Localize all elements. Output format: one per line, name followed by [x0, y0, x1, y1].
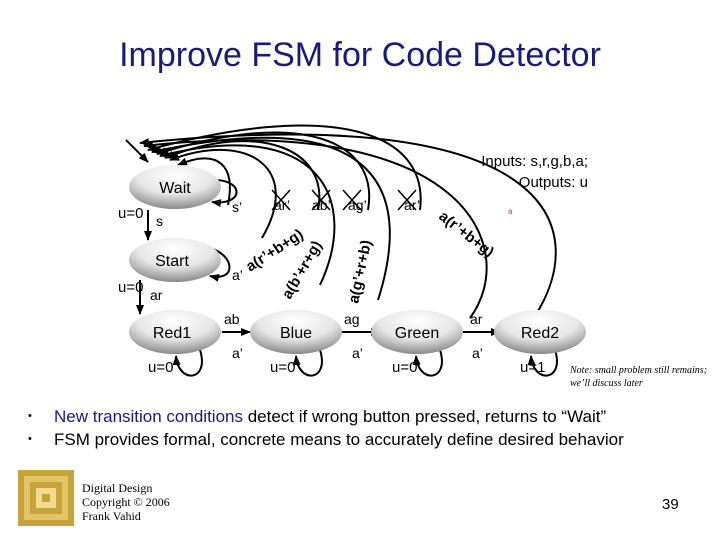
- label-green-a-not: a’: [472, 345, 483, 361]
- label-start-ar: ar: [150, 287, 163, 303]
- label-start-a-not: a’: [232, 267, 243, 283]
- state-wait-label: Wait: [159, 180, 191, 197]
- outputs-label: Outputs: u: [519, 174, 588, 191]
- label-blue-ag: ag: [344, 311, 360, 327]
- state-red2-label: Red2: [521, 325, 559, 342]
- arc-start-wrong: [169, 148, 277, 239]
- initial-arrow: [125, 139, 149, 163]
- return-arcs: [139, 124, 557, 319]
- bullet-dot: •: [28, 433, 32, 445]
- label-ag-not: ag’: [348, 197, 367, 213]
- inputs-label: Inputs: s,r,g,b,a;: [481, 153, 588, 170]
- state-red1: Red1: [129, 310, 221, 354]
- credit-block: Digital Design Copyright © 2006 Frank Va…: [82, 481, 170, 523]
- stray-mark: a: [508, 207, 513, 216]
- label-wait-s: s: [156, 213, 163, 229]
- page-number: 39: [662, 496, 679, 513]
- label-ar-not: ar’: [274, 197, 290, 213]
- bullet-dot: •: [28, 410, 32, 422]
- bullet-item: • FSM provides formal, concrete means to…: [28, 428, 708, 451]
- note-text: Note: small problem still remains; we’ll…: [570, 365, 708, 389]
- state-wait: Wait: [129, 165, 221, 209]
- arc-ar-not: [177, 157, 231, 206]
- state-green: Green: [371, 310, 463, 354]
- arc-red1-wrong: [159, 144, 336, 286]
- state-green-label: Green: [395, 325, 439, 342]
- start-output: u=0: [118, 279, 143, 296]
- loop-blue: [292, 349, 323, 377]
- arc-red2-return: [139, 133, 557, 317]
- blue-output: u=0: [270, 359, 295, 376]
- forward-arrows: [136, 178, 558, 377]
- label-wrong-green: a(r’+b+g): [436, 208, 497, 261]
- state-blue-label: Blue: [280, 325, 312, 342]
- credit-line: Frank Vahid: [82, 509, 141, 523]
- credit-line: Digital Design: [82, 481, 153, 495]
- state-red1-label: Red1: [153, 325, 191, 342]
- fsm-diagram: Inputs: s,r,g,b,a; Outputs: u: [118, 124, 588, 377]
- label-wrong-blue: a(g’+r+b): [345, 239, 375, 305]
- label-red1-ab: ab: [224, 311, 240, 327]
- state-red2: Red2: [494, 310, 586, 354]
- credit-line: Copyright © 2006: [82, 495, 170, 509]
- arc-ab-not: [164, 140, 321, 211]
- loop-green: [412, 349, 443, 377]
- label-green-ar: ar: [470, 311, 483, 327]
- green-output: u=0: [392, 359, 417, 376]
- bullet-text: FSM provides formal, concrete means to a…: [54, 430, 624, 449]
- red2-output: u=1: [520, 359, 545, 376]
- wait-output: u=0: [118, 205, 143, 222]
- bullet-text: detect if wrong button pressed, returns …: [242, 407, 607, 426]
- state-blue: Blue: [250, 310, 342, 354]
- arc-blue-wrong: [151, 136, 391, 301]
- label-red1-a-not: a’: [232, 345, 243, 361]
- label-wait-s-not: s’: [232, 199, 242, 215]
- state-start: Start: [129, 238, 221, 282]
- bullet-highlight: New transition conditions: [54, 407, 243, 426]
- bullet-list: • New transition conditions detect if wr…: [28, 405, 708, 451]
- label-blue-a-not: a’: [352, 345, 363, 361]
- loop-red1: [172, 349, 203, 377]
- state-start-label: Start: [155, 253, 189, 270]
- x-marks: [271, 189, 417, 211]
- red1-output: u=0: [148, 359, 173, 376]
- book-logo: [18, 470, 74, 526]
- slide-title: Improve FSM for Code Detector: [119, 36, 601, 74]
- label-ar-not2: ar’: [404, 197, 420, 213]
- loop-red2: [527, 349, 558, 377]
- arrow-wait-self: [209, 178, 238, 208]
- arc-green-wrong: [143, 139, 488, 319]
- label-ab-not: ab’: [312, 197, 331, 213]
- bullet-item: • New transition conditions detect if wr…: [28, 405, 708, 428]
- arc-ar-not2: [147, 124, 422, 211]
